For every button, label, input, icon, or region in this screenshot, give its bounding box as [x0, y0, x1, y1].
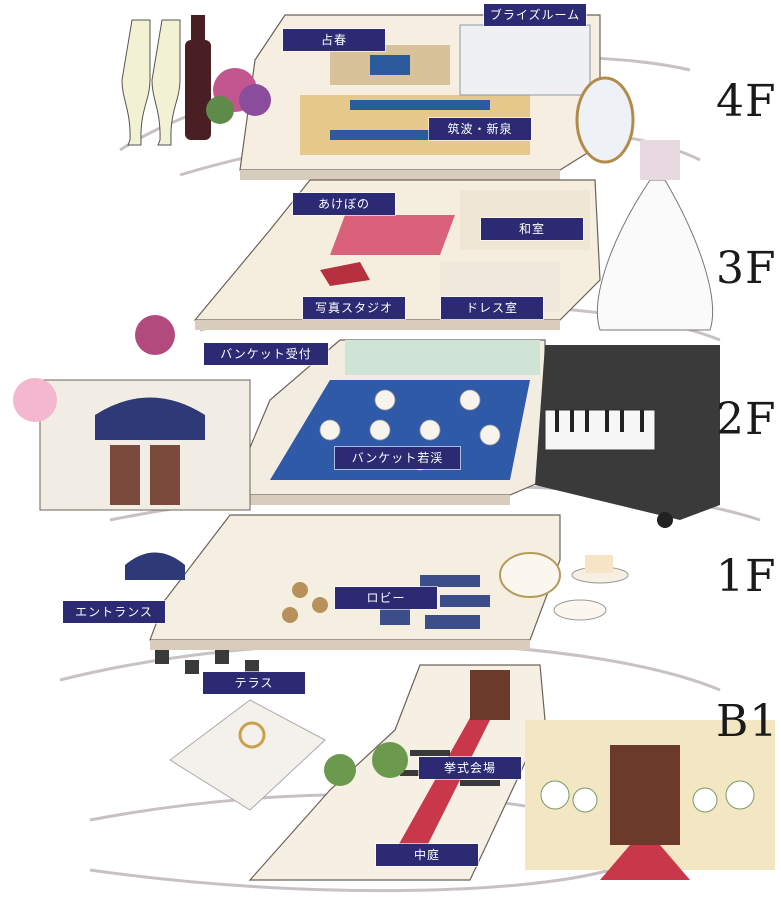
floor-label-3f: 3F	[716, 243, 777, 294]
room-label-courtyard[interactable]: 中庭	[376, 844, 478, 866]
wine-and-glasses-decoration	[121, 15, 271, 146]
mirror-and-wedding-dress-decoration	[575, 76, 714, 331]
room-label-entrance[interactable]: エントランス	[63, 601, 165, 623]
floor-label-b1: B1	[716, 696, 779, 747]
room-label-banquet-reception[interactable]: バンケット受付	[204, 343, 328, 365]
chapel-altar-decoration	[525, 720, 775, 880]
room-label-photo-studio[interactable]: 写真スタジオ	[303, 297, 405, 319]
room-label-washitsu[interactable]: 和室	[481, 218, 583, 240]
grand-piano-decoration	[535, 345, 720, 528]
room-label-bridal-room[interactable]: ブライズルーム	[484, 4, 586, 26]
floor-2f-slab	[229, 339, 546, 505]
room-label-dress-room[interactable]: ドレス室	[441, 297, 543, 319]
room-label-lobby[interactable]: ロビー	[335, 587, 437, 609]
floor-b1-slab	[248, 664, 546, 881]
ring-pillow-decoration	[169, 699, 326, 811]
floor-label-2f: 2F	[716, 394, 777, 445]
floor-1f-slab	[125, 514, 561, 674]
room-label-akebono[interactable]: あけぼの	[293, 193, 395, 215]
room-label-terrace[interactable]: テラス	[203, 672, 305, 694]
floor-label-4f: 4F	[716, 76, 777, 127]
building-exterior	[13, 315, 251, 511]
room-label-tsukuba-shinsen[interactable]: 筑波・新泉	[429, 118, 531, 140]
room-label-sensyun[interactable]: 占春	[283, 29, 385, 51]
room-label-chapel[interactable]: 挙式会場	[419, 757, 521, 779]
room-label-banquet-wakakei[interactable]: バンケット若渓	[335, 447, 460, 469]
teapot-and-cake-decoration	[499, 552, 629, 621]
floor-label-1f: 1F	[716, 551, 777, 602]
floor-3f-slab	[193, 179, 601, 330]
